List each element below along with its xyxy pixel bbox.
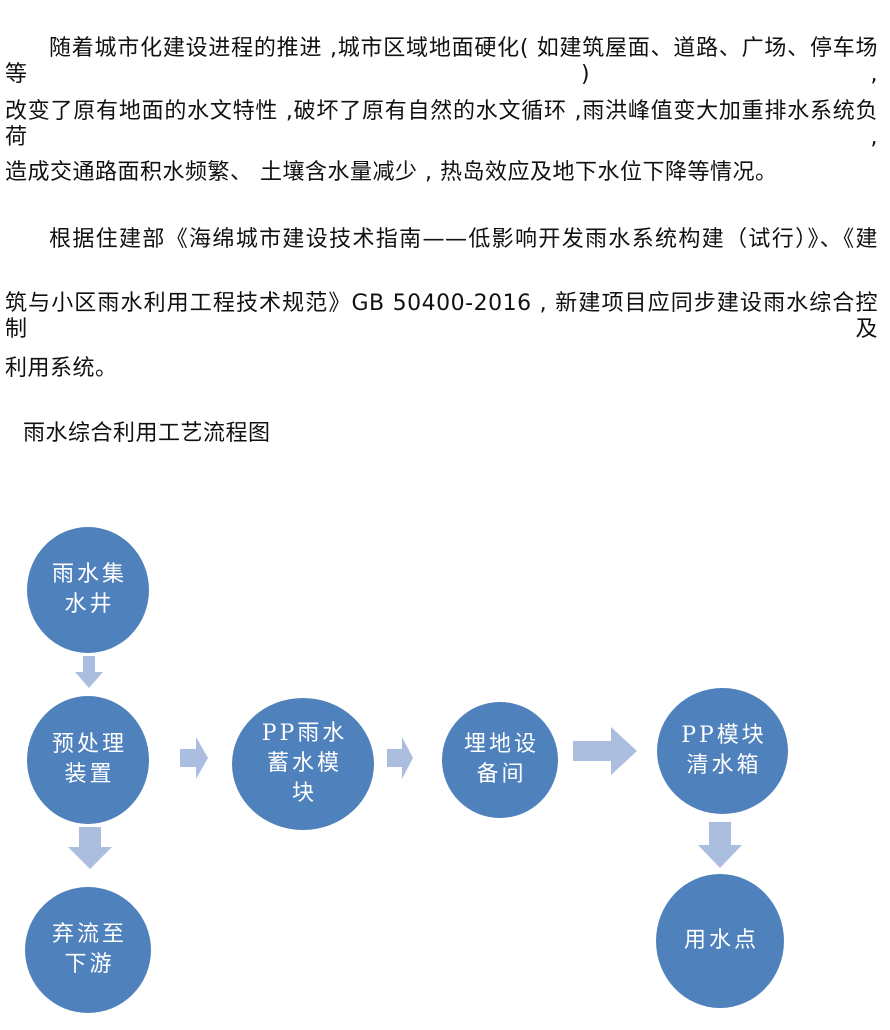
flow-node-rain-collection-well: 雨水集 水井 <box>27 527 149 653</box>
flow-node-label: 埋地设 <box>463 732 539 757</box>
flow-node-label: 水井 <box>64 592 115 617</box>
flow-node-label: PP雨水 <box>261 721 348 746</box>
flow-node-pretreatment-device: 预处理 装置 <box>27 696 149 824</box>
flow-node-label: PP模块 <box>681 723 767 748</box>
flow-node-label: 弃流至 <box>51 922 127 947</box>
doc-paragraph2-line3: 利用系统。 <box>5 356 118 381</box>
flow-node-buried-equipment-room: 埋地设 备间 <box>442 702 558 818</box>
flow-arrow-right-icon <box>387 737 413 779</box>
flow-arrow-right-icon <box>180 737 208 779</box>
flow-node-label: 备间 <box>476 762 527 787</box>
doc-paragraph1-line2: 改变了原有地面的水文特性 ,破坏了原有自然的水文循环 ,雨洪峰值变大加重排水系统… <box>5 99 878 150</box>
flow-node-pp-module-clean-water-tank: PP模块 清水箱 <box>657 688 788 814</box>
flow-node-discard-to-downstream: 弃流至 下游 <box>25 887 151 1013</box>
flow-node-label: 用水点 <box>683 928 759 953</box>
flow-node-label: 蓄水模 <box>266 751 342 776</box>
flow-arrow-down-icon <box>698 822 742 868</box>
doc-paragraph2-line1: 根据住建部《海绵城市建设技术指南——低影响开发雨水系统构建（试行）》、《建 <box>49 227 878 252</box>
flow-node-pp-rainwater-storage-module: PP雨水 蓄水模 块 <box>232 698 374 830</box>
flow-node-label: 雨水集 <box>51 562 127 587</box>
flow-node-label: 块 <box>291 781 317 806</box>
flow-node-label: 装置 <box>64 762 115 787</box>
doc-paragraph2-line2: 筑与小区雨水利用工程技术规范》GB 50400-2016 , 新建项目应同步建设… <box>5 291 878 342</box>
flow-diagram-title: 雨水综合利用工艺流程图 <box>23 421 271 446</box>
flow-node-label: 清水箱 <box>686 753 762 778</box>
doc-paragraph1-line1: 随着城市化建设进程的推进 ,城市区域地面硬化( 如建筑屋面、道路、广场、停车场等… <box>5 36 878 87</box>
flow-arrow-down-icon <box>75 656 103 688</box>
flow-arrow-down-icon <box>68 827 112 869</box>
flow-node-label: 预处理 <box>51 732 127 757</box>
flow-node-label: 下游 <box>64 952 115 977</box>
flow-node-water-use-point: 用水点 <box>656 874 784 1008</box>
flow-arrow-right-icon <box>573 727 637 775</box>
doc-paragraph1-line3: 造成交通路面积水频繁、 土壤含水量减少 , 热岛效应及地下水位下降等情况。 <box>5 160 778 185</box>
